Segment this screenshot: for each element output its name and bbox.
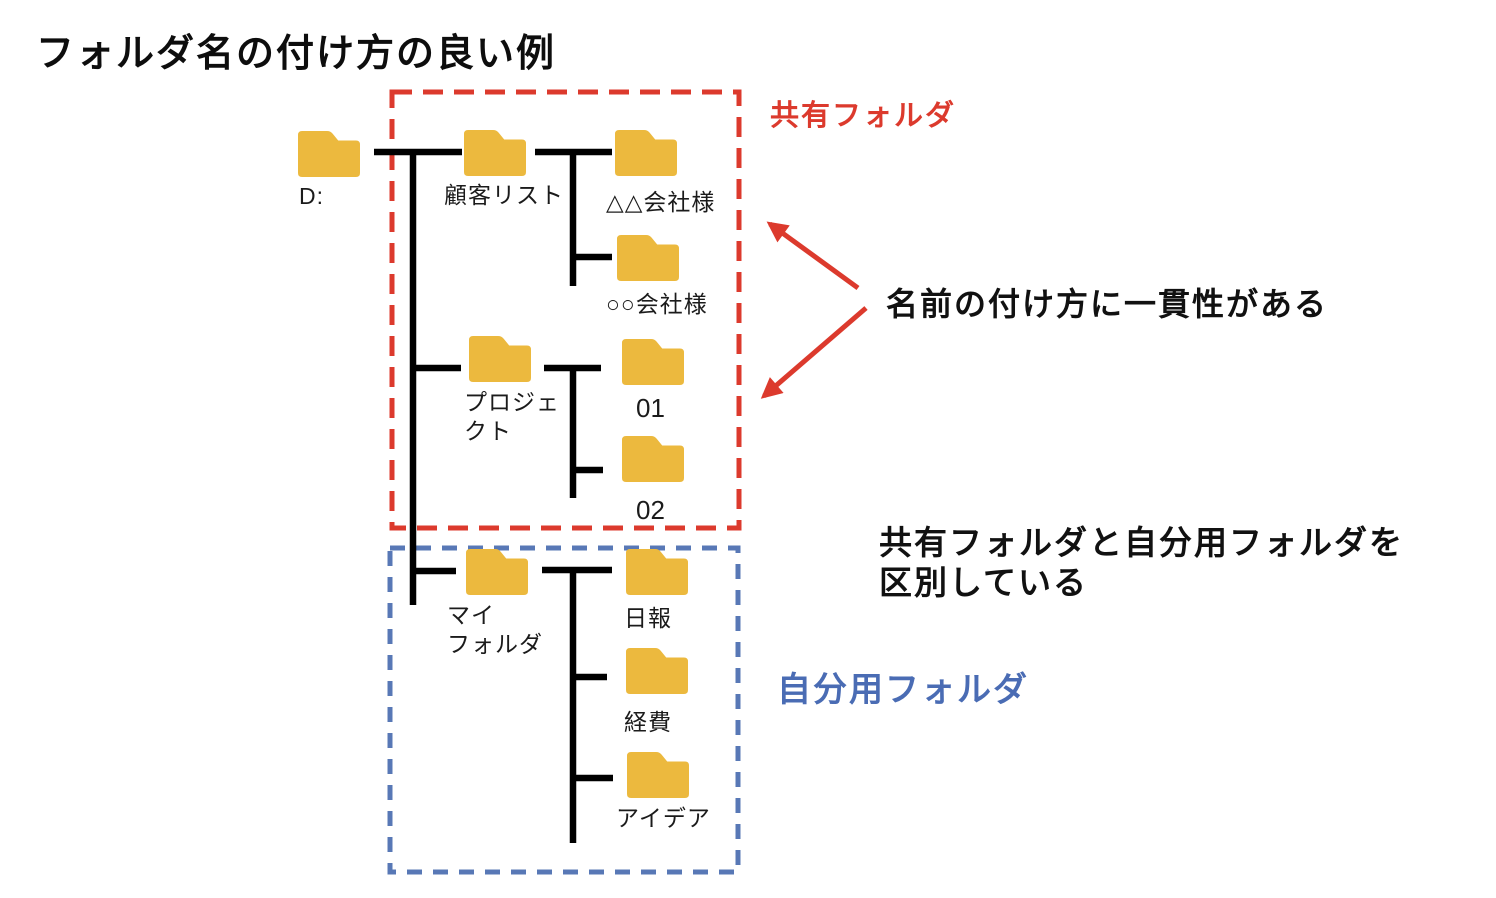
folder-icon-project-01	[622, 339, 684, 385]
folder-label-ideas: アイデア	[616, 805, 711, 831]
annotation-arrows	[760, 221, 868, 399]
folder-icon-company-a	[615, 130, 677, 176]
personal-folder-boundary	[387, 545, 741, 875]
folder-icon-daily-report	[626, 549, 688, 595]
shared-group-label: 共有フォルダ	[770, 100, 957, 132]
folder-icon-project-02	[622, 436, 684, 482]
personal-group-label: 自分用フォルダ	[777, 671, 1029, 709]
shared-folder-boundary	[389, 89, 742, 531]
folder-label-project: プロジェ クト	[464, 389, 560, 444]
folder-icons	[298, 130, 689, 798]
folder-icon-my-folder	[466, 549, 528, 595]
distinction-note: 共有フォルダと自分用フォルダを 区別している	[879, 524, 1404, 601]
page-title: フォルダ名の付け方の良い例	[36, 33, 557, 75]
folder-label-customer-list: 顧客リスト	[444, 182, 564, 208]
folder-label-daily-report: 日報	[624, 605, 672, 631]
consistency-arrow-upper	[766, 221, 860, 291]
consistency-arrow-lower	[760, 306, 868, 399]
folder-icon-ideas	[627, 752, 689, 798]
folder-label-d-drive: D:	[299, 183, 324, 209]
folder-label-company-b: ○○会社様	[606, 291, 708, 317]
folder-icon-expenses	[626, 648, 688, 694]
folder-label-project-01: 01	[636, 393, 665, 423]
folder-icon-d-drive	[298, 131, 360, 177]
folder-icon-customer-list	[464, 130, 526, 176]
tree-connectors	[374, 148, 613, 843]
folder-icon-project	[469, 336, 531, 382]
folder-label-my-folder: マイ フォルダ	[447, 602, 543, 657]
folder-label-company-a: △△会社様	[606, 189, 716, 215]
consistency-note: 名前の付け方に一貫性がある	[886, 286, 1329, 322]
folder-label-expenses: 経費	[624, 709, 672, 735]
folder-icon-company-b	[617, 235, 679, 281]
folder-label-project-02: 02	[636, 495, 665, 525]
